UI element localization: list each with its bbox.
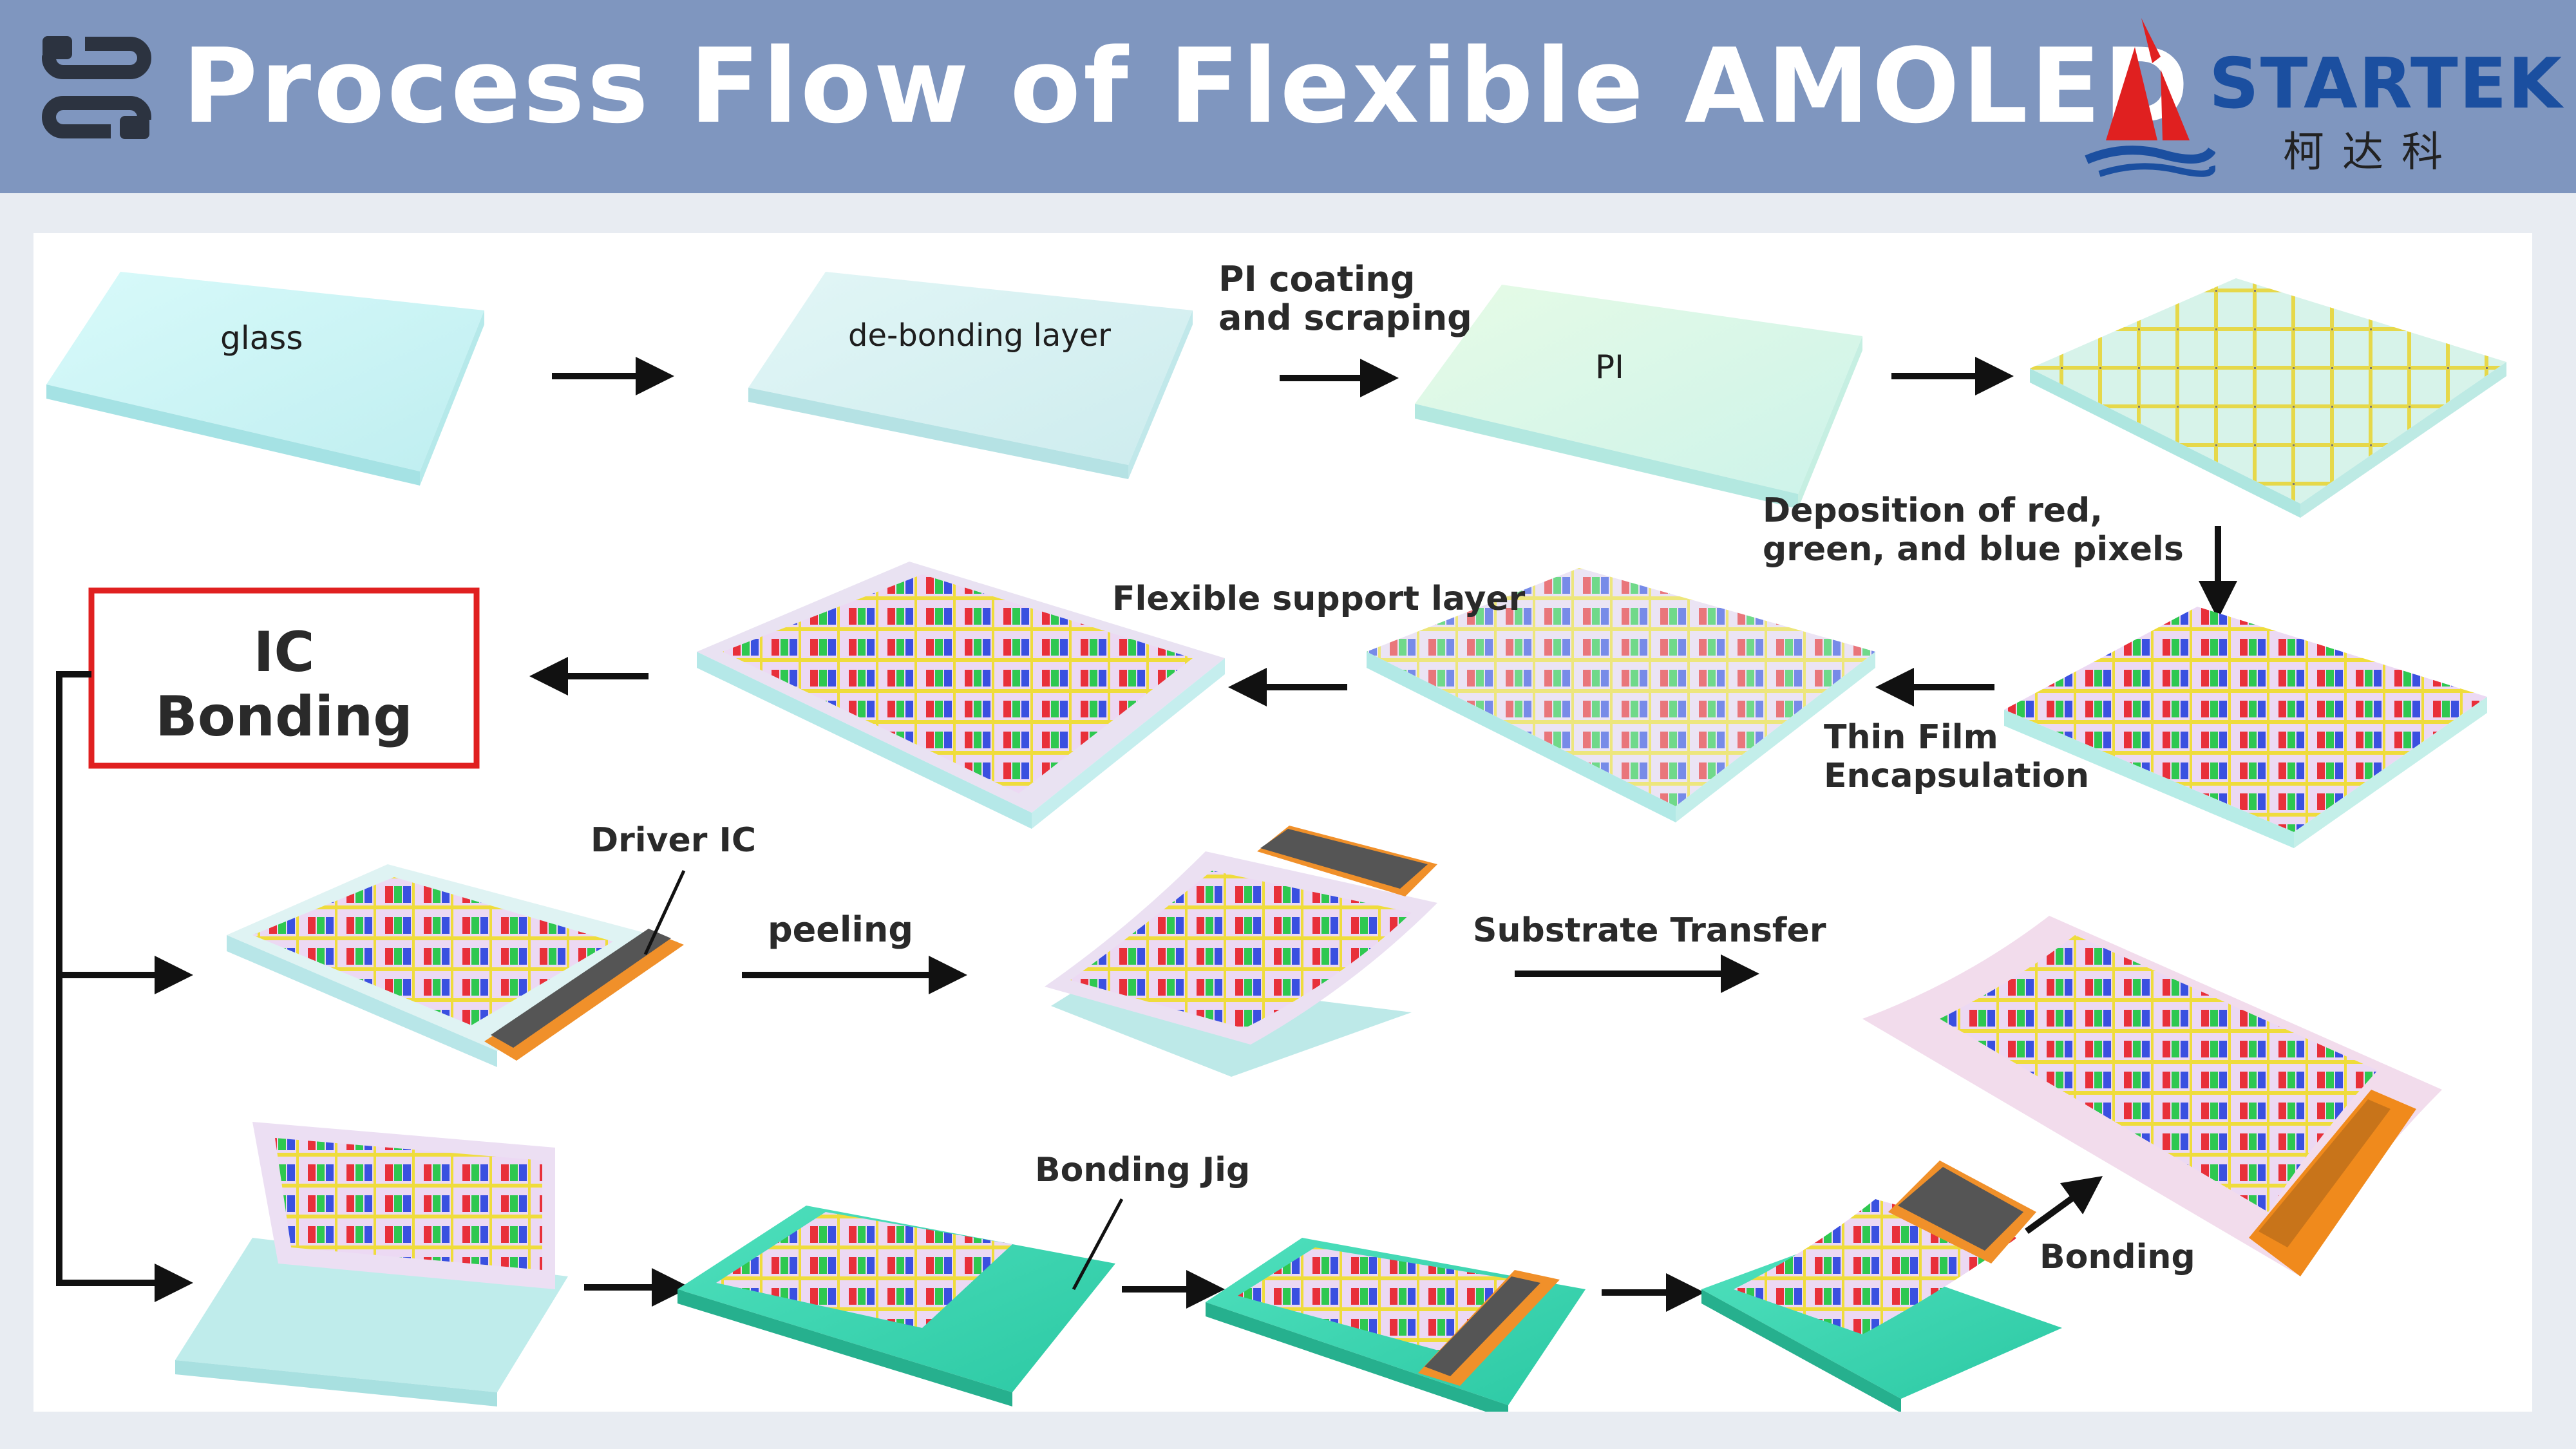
label-ic-bonding-line2: Bonding	[155, 685, 413, 749]
pi-layer	[1415, 285, 1862, 509]
label-driver-ic: Driver IC	[591, 821, 756, 860]
rgb-pixel-panel	[2004, 607, 2487, 848]
jig-panel-with-ic	[1206, 1238, 1586, 1412]
process-flow-diagram: glass de-bonding layer PI coating and sc…	[46, 259, 2506, 1412]
label-pi: PI	[1595, 348, 1624, 386]
brand-name-chinese: 柯达科	[2283, 129, 2461, 176]
startek-logo-icon	[2085, 18, 2215, 177]
label-ic-bonding-line1: IC	[253, 620, 314, 685]
label-bonding: Bonding	[2040, 1238, 2195, 1276]
panel-on-bonding-jig	[677, 1206, 1115, 1406]
lifted-panel-on-glass	[175, 1122, 568, 1406]
label-tfe-line1: Thin Film	[1824, 718, 1998, 757]
brand-name: STARTEK	[2209, 44, 2564, 124]
label-deposition-line2: green, and blue pixels	[1763, 530, 2184, 569]
arrow-bonding	[2025, 1176, 2103, 1235]
tft-array-panel	[2030, 278, 2506, 518]
label-substrate-transfer: Substrate Transfer	[1473, 911, 1826, 950]
encapsulated-panel	[1367, 568, 1875, 822]
support-layer-panel	[697, 562, 1225, 829]
label-de-bonding-layer: de-bonding layer	[848, 317, 1111, 354]
label-deposition-line1: Deposition of red,	[1763, 491, 2103, 530]
branch-line-lower	[56, 671, 193, 1302]
label-glass: glass	[220, 319, 303, 357]
bent-panel-on-jig	[1701, 1160, 2062, 1412]
label-tfe-line2: Encapsulation	[1824, 757, 2089, 795]
glass-substrate	[46, 272, 484, 486]
pointer-bonding-jig	[1072, 1198, 1124, 1291]
process-flow-icon	[40, 33, 156, 146]
diagram-canvas: glass de-bonding layer PI coating and sc…	[33, 233, 2532, 1412]
label-pi-coating-line2: and scraping	[1218, 298, 1472, 338]
ic-bonding-box	[88, 587, 480, 769]
label-peeling: peeling	[768, 909, 913, 950]
pointer-driver-ic	[643, 869, 686, 956]
panel-with-driver-ic	[227, 864, 684, 1067]
label-pi-coating-line1: PI coating	[1218, 259, 1415, 299]
curved-bonded-display	[1862, 916, 2442, 1276]
page-title: Process Flow of Flexible AMOLED	[182, 26, 2192, 146]
label-bonding-jig: Bonding Jig	[1035, 1151, 1250, 1189]
label-flexible-support-layer: Flexible support layer	[1112, 580, 1526, 618]
header-bar: Process Flow of Flexible AMOLED STARTEK …	[0, 0, 2576, 193]
de-bonding-layer	[748, 272, 1193, 479]
peeled-flexible-panel	[1045, 826, 1437, 1077]
